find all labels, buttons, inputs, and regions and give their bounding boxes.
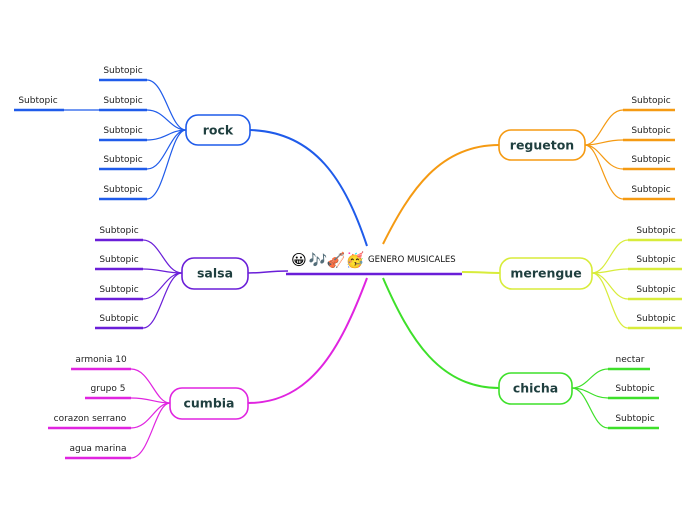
branches-cumbia bbox=[130, 368, 171, 459]
subtopic-label[interactable]: Subtopic bbox=[631, 185, 670, 195]
topic-rock[interactable]: rock bbox=[185, 114, 251, 146]
emoji-music-notes-icon: 🎶 bbox=[309, 251, 328, 269]
subtopic-label[interactable]: armonia 10 bbox=[75, 355, 127, 365]
subtopic-label[interactable]: Subtopic bbox=[615, 414, 654, 424]
subtopic-label[interactable]: corazon serrano bbox=[54, 414, 127, 424]
subtopic-label[interactable]: Subtopic bbox=[636, 285, 675, 295]
topic-label: salsa bbox=[197, 266, 233, 281]
topic-salsa[interactable]: salsa bbox=[181, 257, 249, 290]
branch bbox=[146, 109, 187, 131]
branch bbox=[142, 272, 183, 329]
topic-box bbox=[498, 129, 586, 161]
topic-box bbox=[169, 387, 249, 420]
subtopic-label[interactable]: Subtopic bbox=[631, 155, 670, 165]
central-topic[interactable]: 😀 🎶 🎻 🥳 GENERO MUSICALES bbox=[286, 250, 462, 276]
subtopic-label[interactable]: nectar bbox=[616, 355, 645, 365]
topic-chicha[interactable]: chicha bbox=[498, 372, 573, 405]
central-topic-label: GENERO MUSICALES bbox=[368, 255, 456, 265]
subtopic-label[interactable]: Subtopic bbox=[615, 384, 654, 394]
subtopic-label[interactable]: Subtopic bbox=[103, 126, 142, 136]
branches-regueton bbox=[584, 109, 624, 200]
connector-cumbia bbox=[247, 277, 368, 404]
branches-rock bbox=[64, 79, 187, 200]
emoji-violin-icon: 🎻 bbox=[327, 251, 346, 269]
connector-regueton bbox=[382, 144, 500, 245]
subtopic-label[interactable]: Subtopic bbox=[636, 226, 675, 236]
connector-chicha bbox=[382, 277, 500, 389]
subtopic-label[interactable]: Subtopic bbox=[99, 255, 138, 265]
subtopic-label[interactable]: grupo 5 bbox=[91, 384, 126, 394]
topic-label: cumbia bbox=[183, 396, 234, 411]
subtopic-label[interactable]: Subtopic bbox=[631, 96, 670, 106]
subtopic-underlines bbox=[14, 78, 682, 460]
branches-salsa bbox=[142, 239, 183, 329]
topic-label: regueton bbox=[510, 138, 574, 153]
branch bbox=[571, 368, 609, 389]
branch bbox=[591, 272, 629, 300]
subtopic-label[interactable]: agua marina bbox=[69, 444, 126, 454]
connectors bbox=[247, 129, 501, 404]
main-topics: rock salsa cumbia regueton merengue chic… bbox=[169, 114, 593, 420]
branches-merengue bbox=[591, 239, 629, 329]
subtopic-label[interactable]: Subtopic bbox=[636, 314, 675, 324]
emoji-grinning-icon: 😀 bbox=[291, 251, 307, 269]
subtopic-label[interactable]: Subtopic bbox=[103, 96, 142, 106]
subtopic-label[interactable]: Subtopic bbox=[631, 126, 670, 136]
subtopic-label[interactable]: Subtopic bbox=[18, 96, 57, 106]
branch bbox=[584, 109, 624, 146]
branches-chicha bbox=[571, 368, 609, 429]
topic-label: merengue bbox=[510, 266, 581, 281]
subtopic-labels: Subtopic Subtopic Subtopic Subtopic Subt… bbox=[18, 66, 675, 454]
topic-box bbox=[498, 372, 573, 405]
branch bbox=[142, 239, 183, 274]
branch bbox=[130, 368, 171, 404]
topic-label: rock bbox=[203, 123, 234, 138]
subtopic-label[interactable]: Subtopic bbox=[103, 155, 142, 165]
emoji-party-face-icon: 🥳 bbox=[346, 250, 365, 269]
topic-regueton[interactable]: regueton bbox=[498, 129, 586, 161]
topic-box bbox=[499, 257, 593, 290]
subtopic-label[interactable]: Subtopic bbox=[636, 255, 675, 265]
topic-box bbox=[181, 257, 249, 290]
topic-label: chicha bbox=[513, 381, 558, 396]
connector-merengue bbox=[461, 271, 501, 274]
subtopic-label[interactable]: Subtopic bbox=[99, 285, 138, 295]
branch bbox=[584, 144, 624, 200]
branch bbox=[142, 272, 183, 300]
topic-box bbox=[185, 114, 251, 146]
branch bbox=[146, 129, 187, 200]
connector-rock bbox=[249, 129, 368, 247]
branch bbox=[130, 402, 171, 459]
branch bbox=[130, 397, 171, 404]
subtopic-label[interactable]: Subtopic bbox=[99, 226, 138, 236]
branch bbox=[146, 79, 187, 131]
subtopic-label[interactable]: Subtopic bbox=[103, 66, 142, 76]
subtopic-label[interactable]: Subtopic bbox=[103, 185, 142, 195]
branch bbox=[571, 387, 609, 429]
topic-cumbia[interactable]: cumbia bbox=[169, 387, 249, 420]
branches bbox=[64, 79, 629, 459]
connector-salsa bbox=[247, 270, 289, 274]
subtopic-label[interactable]: Subtopic bbox=[99, 314, 138, 324]
branch bbox=[591, 239, 629, 274]
topic-merengue[interactable]: merengue bbox=[499, 257, 593, 290]
branch bbox=[591, 272, 629, 329]
